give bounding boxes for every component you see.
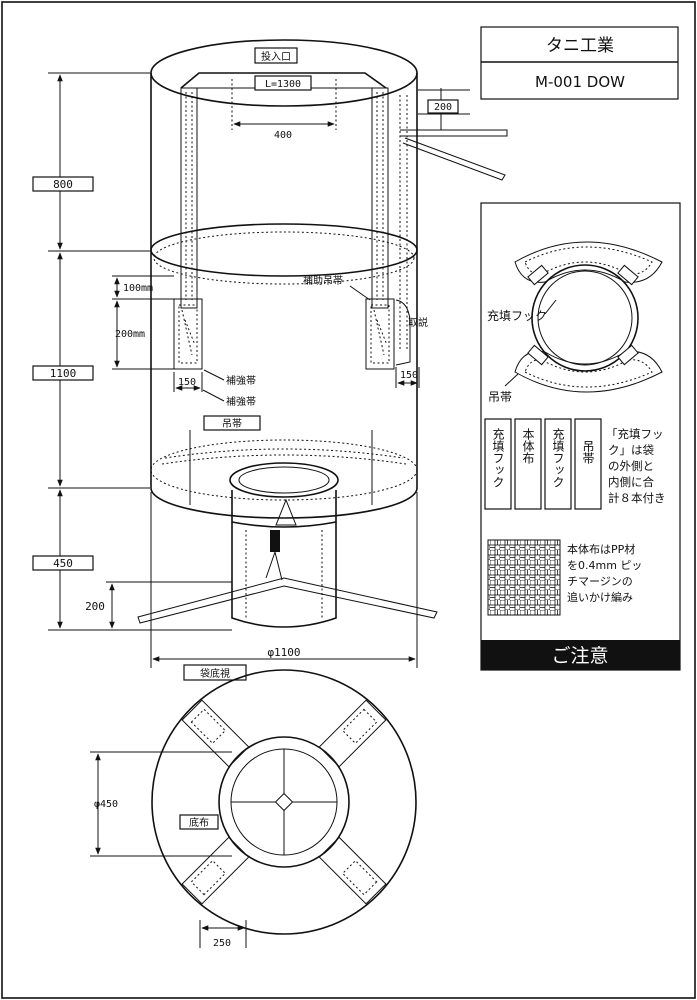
bag-bottom-view: 袋底視 φ450 底布 (90, 664, 417, 949)
caution-bar (481, 640, 680, 670)
label-removal: 取説 (408, 316, 428, 329)
hook-note-4: 内側に合 (608, 475, 654, 489)
dim-top-offset: 200 (434, 102, 452, 113)
dim-skirt-width: 400 (274, 130, 292, 141)
label-bottom-cloth: 底布 (189, 816, 209, 829)
note-col-4: 吊帯 (581, 440, 595, 464)
hook-note-3: の外側と (608, 459, 654, 473)
hook-note-5: 計８本付き (608, 491, 666, 505)
dim-diameter: φ1100 (267, 646, 300, 659)
bag-side-view: 800 1100 450 200 100mm 200mm 150 15 (32, 39, 508, 668)
caution-title: ご注意 (551, 645, 608, 667)
note-col-3: 充填フック (551, 427, 565, 488)
label-reinforce-1: 補強帯 (226, 374, 256, 387)
label-inlet-width: L=1300 (265, 79, 301, 90)
dim-width-right: 150 (400, 370, 418, 381)
label-inlet: 投入口 (261, 50, 291, 63)
dim-pocket-height: 200mm (115, 329, 145, 340)
notes-panel: 充填フック 吊帯 充填フック 本体布 充填フック 吊帯 「充填フッ ク」は袋 の… (480, 202, 681, 671)
title-block: タニ工業 M-001 DOW (480, 26, 679, 100)
model-number: M-001 DOW (535, 73, 625, 91)
note-col-1: 充填フック (491, 427, 505, 488)
dim-top-height: 800 (53, 178, 73, 191)
fabric-note-4: 追いかけ編み (567, 590, 633, 604)
label-hook: 充填フック (487, 308, 547, 323)
hook-note-1: 「充填フッ (606, 427, 664, 441)
fabric-note-2: を0.4mm ピッ (567, 559, 642, 572)
dim-spout-bottom: 200 (85, 600, 105, 613)
label-strap-note: 吊帯 (488, 390, 512, 404)
fabric-note-1: 本体布はPP材 (567, 542, 635, 556)
dim-strap-width: 250 (213, 938, 231, 949)
dim-body-height: 1100 (50, 367, 77, 380)
bottom-view-title: 袋底視 (200, 667, 230, 680)
fabric-weave-sample (487, 539, 561, 616)
label-aux-strap: 補助吊帯 (303, 274, 343, 287)
label-strap: 吊帯 (222, 417, 242, 430)
label-reinforce-2: 補強帯 (226, 395, 256, 408)
company-name: タニ工業 (546, 36, 614, 56)
fabric-note-3: チマージンの (567, 575, 633, 588)
dim-width-left: 150 (178, 377, 196, 388)
dim-spout-height: 450 (53, 557, 73, 570)
hook-note-2: ク」は袋 (608, 443, 654, 457)
note-col-2: 本体布 (521, 428, 535, 465)
dim-hook-spacing: 100mm (123, 283, 153, 294)
dim-bottom-diameter: φ450 (94, 799, 118, 810)
